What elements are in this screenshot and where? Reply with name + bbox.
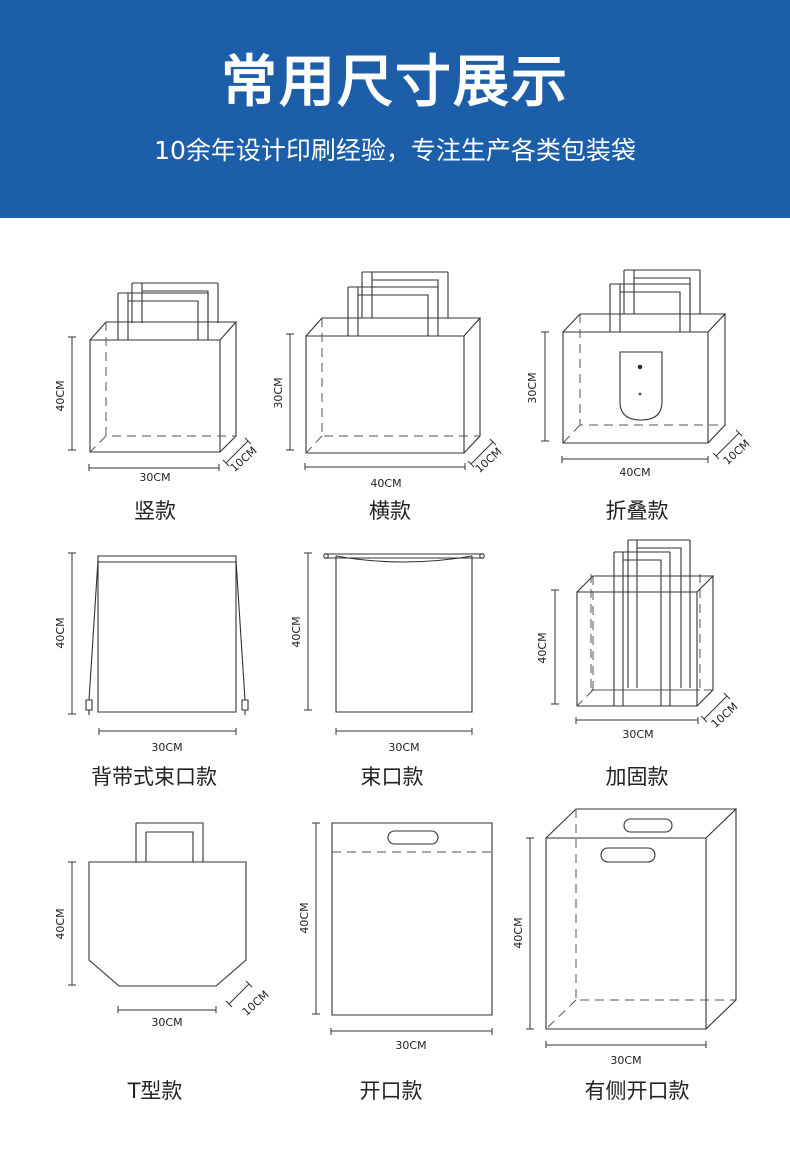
bag-backpack-drawstring: 40CM 30CM 背带式束口款	[54, 552, 249, 789]
bag-open-name: 开口款	[360, 1079, 423, 1103]
bag-reinforced-width-label: 30CM	[622, 728, 653, 741]
bag-open-height-label: 40CM	[298, 902, 311, 933]
bag-side-open: 40CM 30CM 有侧开口款	[512, 808, 738, 1103]
bag-reinforced: 40CM 30CM 10CM 加固款	[536, 539, 741, 789]
bag-t-shape: 40CM 30CM 10CM T型款	[54, 822, 272, 1103]
header-banner: 常用尺寸展示 10余年设计印刷经验，专注生产各类包装袋	[0, 0, 790, 218]
bag-horizontal-depth-label: 10CM	[473, 445, 505, 476]
bag-folding-depth-label: 10CM	[721, 437, 753, 468]
bag-drawstring-width-label: 30CM	[388, 741, 419, 754]
bag-open-handle: 40CM 30CM 开口款	[298, 822, 493, 1103]
bag-vertical-name: 竖款	[134, 499, 176, 523]
bag-reinforced-name: 加固款	[606, 765, 669, 789]
bag-horizontal-height-label: 30CM	[272, 377, 285, 408]
page-subtitle: 10余年设计印刷经验，专注生产各类包装袋	[154, 136, 636, 165]
bag-drawstring-name: 束口款	[361, 765, 424, 789]
bag-vertical: 40CM 30CM 10CM 竖款	[54, 282, 260, 523]
bag-t-width-label: 30CM	[151, 1016, 182, 1029]
bag-size-diagram: 40CM 30CM 10CM 竖款 30CM 40CM 10CM 横款 30CM…	[54, 269, 753, 1103]
page-title: 常用尺寸展示	[221, 50, 569, 115]
bag-horizontal-name: 横款	[369, 499, 411, 523]
bag-vertical-height-label: 40CM	[54, 380, 67, 411]
bag-backpack-width-label: 30CM	[151, 741, 182, 754]
bag-backpack-height-label: 40CM	[54, 617, 67, 648]
bag-side-width-label: 30CM	[610, 1054, 641, 1067]
bag-horizontal: 30CM 40CM 10CM 横款	[272, 271, 505, 523]
bag-folding-height-label: 30CM	[526, 372, 539, 403]
bag-drawstring: 40CM 30CM 束口款	[290, 552, 485, 789]
bag-folding-name: 折叠款	[606, 499, 669, 523]
bag-folding-width-label: 40CM	[619, 466, 650, 479]
bag-reinforced-depth-label: 10CM	[709, 700, 741, 731]
bag-t-depth-label: 10CM	[240, 988, 272, 1019]
bag-open-width-label: 30CM	[395, 1039, 426, 1052]
bag-side-height-label: 40CM	[512, 917, 525, 948]
bag-side-name: 有侧开口款	[585, 1079, 690, 1103]
bag-vertical-depth-label: 10CM	[228, 444, 260, 475]
bag-reinforced-height-label: 40CM	[536, 632, 549, 663]
bag-folding: 30CM 40CM 10CM 折叠款	[526, 269, 753, 523]
bag-t-name: T型款	[127, 1079, 183, 1103]
bag-horizontal-width-label: 40CM	[370, 477, 401, 490]
bag-t-height-label: 40CM	[54, 908, 67, 939]
bag-vertical-width-label: 30CM	[139, 471, 170, 484]
bag-drawstring-height-label: 40CM	[290, 616, 303, 647]
bag-backpack-name: 背带式束口款	[91, 765, 217, 789]
